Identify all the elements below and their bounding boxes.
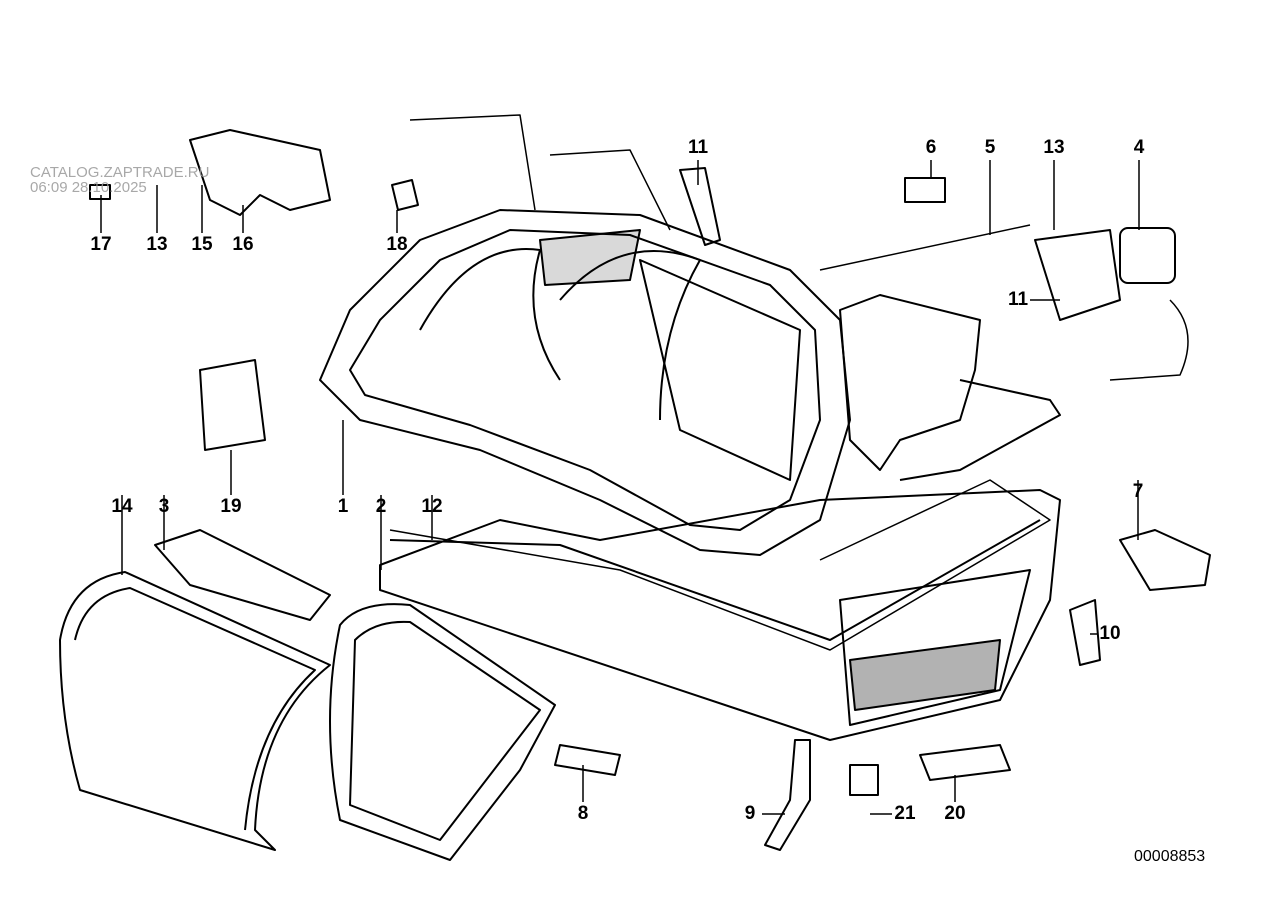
callout-4[interactable]: 4 [1133,137,1145,158]
callout-19[interactable]: 19 [220,496,242,517]
callout-1[interactable]: 1 [337,496,349,517]
callout-6[interactable]: 6 [925,137,937,158]
callout-15[interactable]: 15 [191,234,213,255]
callout-12[interactable]: 12 [421,496,443,517]
callout-10[interactable]: 10 [1099,623,1121,644]
callout-13[interactable]: 13 [1043,137,1065,158]
callout-3[interactable]: 3 [158,496,170,517]
gasket [389,479,1051,651]
callout-20[interactable]: 20 [944,803,966,824]
lower-tray [379,489,1061,741]
blower-covers [59,529,556,861]
callout-8[interactable]: 8 [577,803,589,824]
watermark-line1: CATALOG.ZAPTRADE.RU [30,164,210,181]
callout-18[interactable]: 18 [386,234,408,255]
heater-housing [319,209,851,556]
callout-7[interactable]: 7 [1132,481,1144,502]
callout-14[interactable]: 14 [111,496,133,517]
callout-11[interactable]: 11 [687,137,709,158]
diagram-code: 00008853 [1134,848,1206,865]
callout-21[interactable]: 21 [894,803,916,824]
callout-17[interactable]: 17 [90,234,112,255]
air-duct [839,294,1061,481]
leader-lines [100,160,1140,815]
callout-11[interactable]: 11 [1007,289,1029,310]
watermark-line2: 06:09 28.10.2025 [30,179,147,196]
callout-2[interactable]: 2 [375,496,387,517]
callout-16[interactable]: 16 [232,234,254,255]
callout-13[interactable]: 13 [146,234,168,255]
callout-5[interactable]: 5 [984,137,996,158]
small-parts [89,114,1211,851]
callout-9[interactable]: 9 [744,803,756,824]
